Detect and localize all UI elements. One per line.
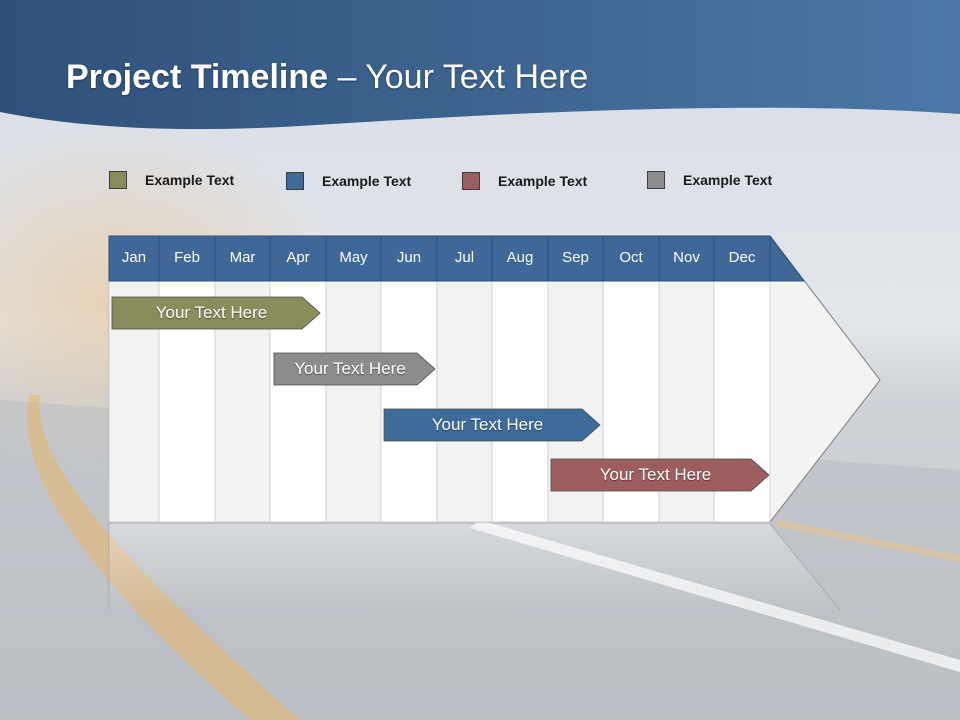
task-arrow-1 <box>111 296 321 330</box>
month-label-dec: Dec <box>728 249 756 266</box>
month-label-jun: Jun <box>396 249 422 266</box>
month-label-apr: Apr <box>286 249 310 266</box>
month-label-oct: Oct <box>619 249 643 266</box>
month-column <box>491 280 549 523</box>
legend-swatch <box>109 171 127 189</box>
month-label-jan: Jan <box>121 249 147 266</box>
title-bold: Project Timeline <box>66 58 329 96</box>
month-label-sep: Sep <box>562 249 589 266</box>
month-label-jul: Jul <box>454 249 475 266</box>
legend-label: Example Text <box>683 172 773 188</box>
month-label-feb: Feb <box>174 249 200 266</box>
month-label-aug: Aug <box>506 249 534 266</box>
month-label-may: May <box>339 249 368 266</box>
task-arrow-2 <box>273 352 436 386</box>
legend-swatch <box>462 172 480 190</box>
month-label-nov: Nov <box>673 249 700 266</box>
legend-label: Example Text <box>322 173 412 189</box>
timeline-header <box>108 235 806 282</box>
task-label-4: Your Text Here <box>599 465 712 484</box>
title-rest: – Your Text Here <box>328 58 589 96</box>
month-column <box>325 280 382 523</box>
month-label-mar: Mar <box>229 249 256 266</box>
task-arrow-4 <box>550 458 770 492</box>
legend-label: Example Text <box>498 173 588 189</box>
task-arrow-3 <box>383 408 601 442</box>
legend-swatch <box>647 171 665 189</box>
timeline-reflection <box>109 524 840 610</box>
month-column <box>436 280 493 523</box>
legend-label: Example Text <box>145 172 235 188</box>
task-label-2: Your Text Here <box>294 359 406 378</box>
legend-swatch <box>286 172 304 190</box>
slide-title: Project Timeline – Your Text Here <box>66 58 588 97</box>
month-column <box>380 280 438 523</box>
task-label-1: Your Text Here <box>155 303 268 322</box>
task-label-3: Your Text Here <box>431 415 544 434</box>
